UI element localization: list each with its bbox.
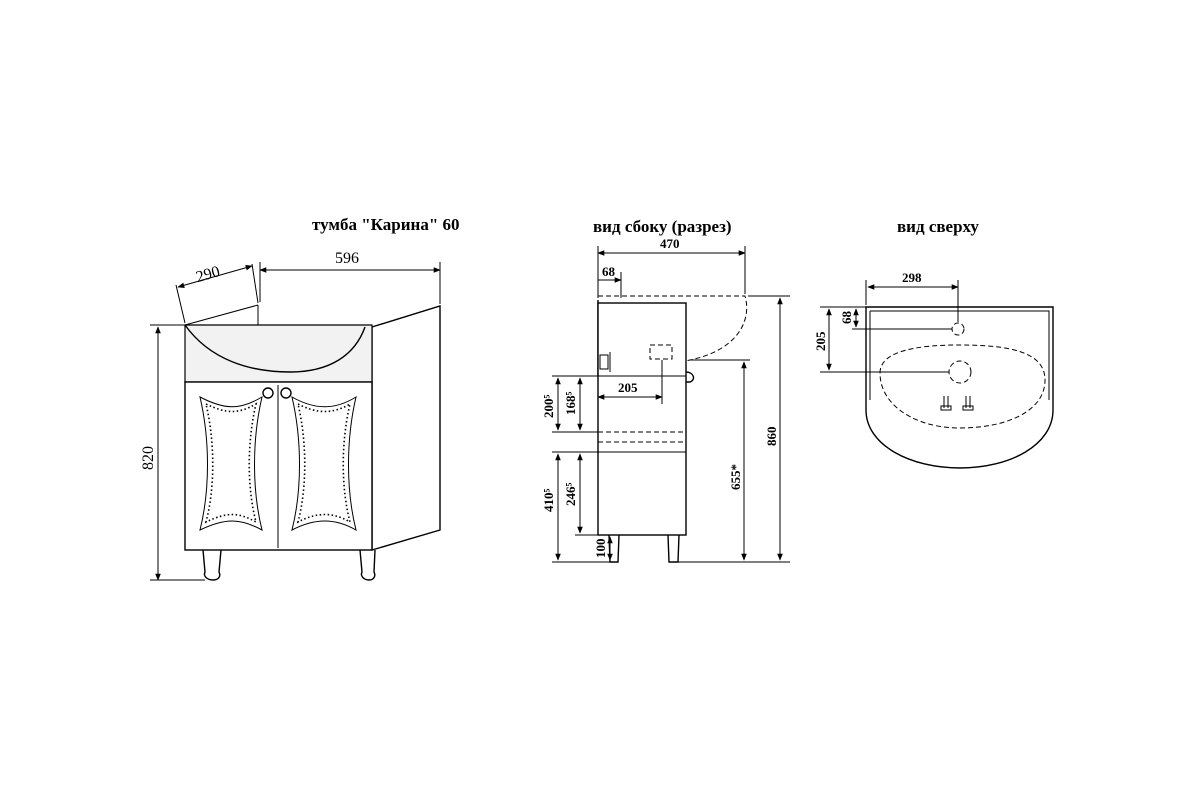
bowl-dashed (879, 344, 1046, 429)
front-right-leg (359, 549, 376, 581)
basin-bowl-curve (184, 324, 366, 373)
side-leg-right (667, 534, 680, 563)
dim-width-596: 596 (335, 250, 359, 267)
dim-top-68: 68 (839, 311, 854, 325)
side-view-title: вид сбоку (разрез) (593, 217, 732, 236)
basin-front (184, 324, 373, 383)
dim-side-168-5: 168⁵ (563, 392, 578, 416)
dim-side-205: 205 (618, 380, 638, 395)
top-view: 298 68 205 (813, 270, 1054, 469)
dim-depth-290: 290 (194, 263, 222, 286)
siphon-detail (649, 344, 673, 360)
front-view-title: тумба "Карина" 60 (312, 215, 460, 234)
front-view: 290 596 820 (140, 250, 441, 581)
dim-side-860: 860 (764, 427, 779, 447)
dim-side-470: 470 (660, 236, 680, 251)
top-view-title: вид сверху (897, 217, 979, 236)
left-knob (262, 387, 274, 399)
side-view: 470 68 205 200⁵ 168⁵ 410⁵ 246⁵ 100 655* (541, 236, 790, 563)
right-door-panel (291, 395, 357, 532)
dim-side-200-5: 200⁵ (541, 395, 556, 419)
dim-side-68: 68 (602, 264, 616, 279)
right-knob (280, 387, 292, 399)
dim-side-246-5: 246⁵ (563, 483, 578, 507)
dim-height-820: 820 (140, 446, 157, 470)
dim-top-205: 205 (813, 331, 828, 351)
front-left-leg (202, 549, 222, 581)
dim-side-655: 655* (728, 464, 743, 490)
side-cabinet-body (597, 302, 687, 536)
right-door-ornament (296, 402, 352, 524)
basin-top-outline (865, 306, 1054, 469)
side-knob (685, 371, 695, 383)
dim-top-298: 298 (902, 270, 922, 285)
dim-side-410-5: 410⁵ (541, 489, 556, 513)
dim-side-100: 100 (593, 539, 608, 559)
left-door-panel (199, 395, 263, 531)
cabinet-side-panel (371, 305, 441, 551)
